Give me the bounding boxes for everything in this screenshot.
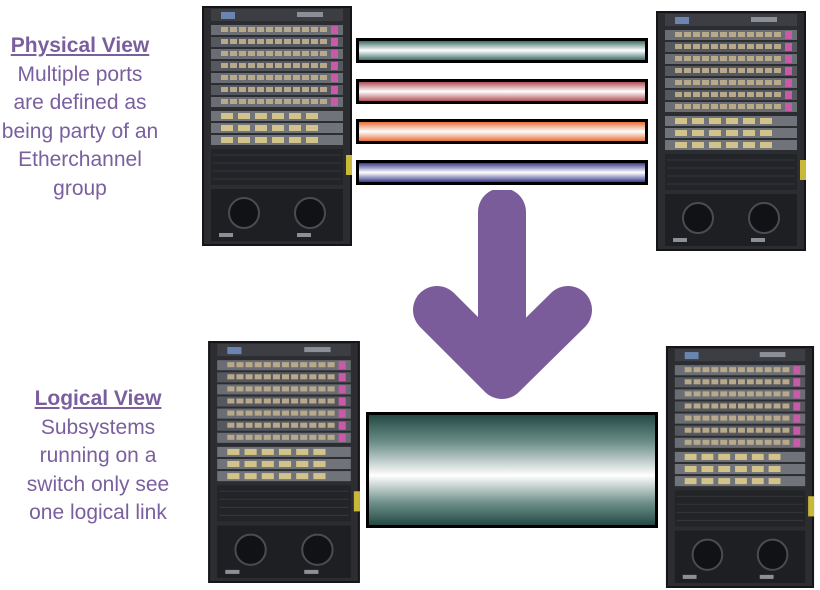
physical-view-caption: Physical View Multiple ports are defined… xyxy=(0,32,160,203)
arrow-down-icon xyxy=(413,190,592,399)
switch-chassis-icon xyxy=(208,341,360,583)
physical-link-cable xyxy=(356,119,648,144)
switch-chassis-icon xyxy=(656,11,806,251)
physical-link-cable xyxy=(356,38,648,63)
physical-link-cable xyxy=(356,160,648,185)
logical-view-description: Subsystems running on a switch only see … xyxy=(26,415,170,525)
logical-view-caption: Logical View Subsystems running on a swi… xyxy=(12,385,184,528)
switch-chassis-icon xyxy=(665,346,815,588)
switch-chassis-icon xyxy=(202,6,352,246)
physical-view-description: Multiple ports are defined as being part… xyxy=(1,62,159,200)
logical-link-cable xyxy=(366,412,658,528)
physical-view-heading: Physical View xyxy=(10,34,150,57)
physical-link-cable xyxy=(356,79,648,104)
logical-view-heading: Logical View xyxy=(34,387,162,410)
